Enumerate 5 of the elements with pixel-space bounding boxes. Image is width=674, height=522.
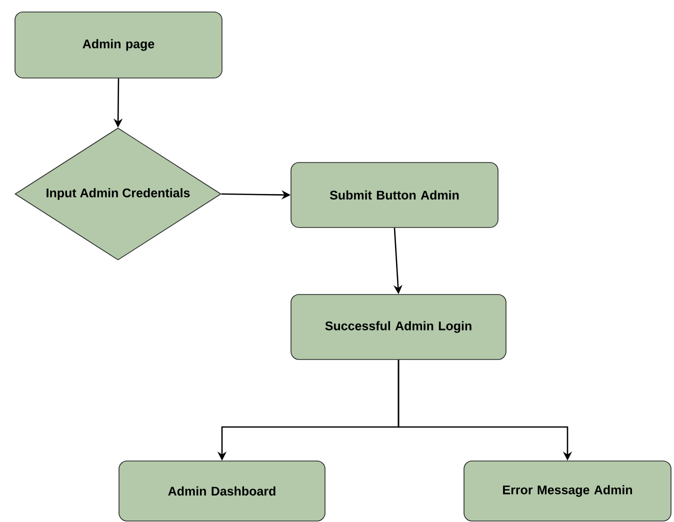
process-box: Error Message Admin	[464, 460, 672, 522]
process-box: Admin page	[14, 12, 222, 78]
process-box: Successful Admin Login	[290, 294, 506, 360]
process-box: Submit Button Admin	[290, 162, 498, 228]
process-box: Admin Dashboard	[118, 460, 326, 522]
